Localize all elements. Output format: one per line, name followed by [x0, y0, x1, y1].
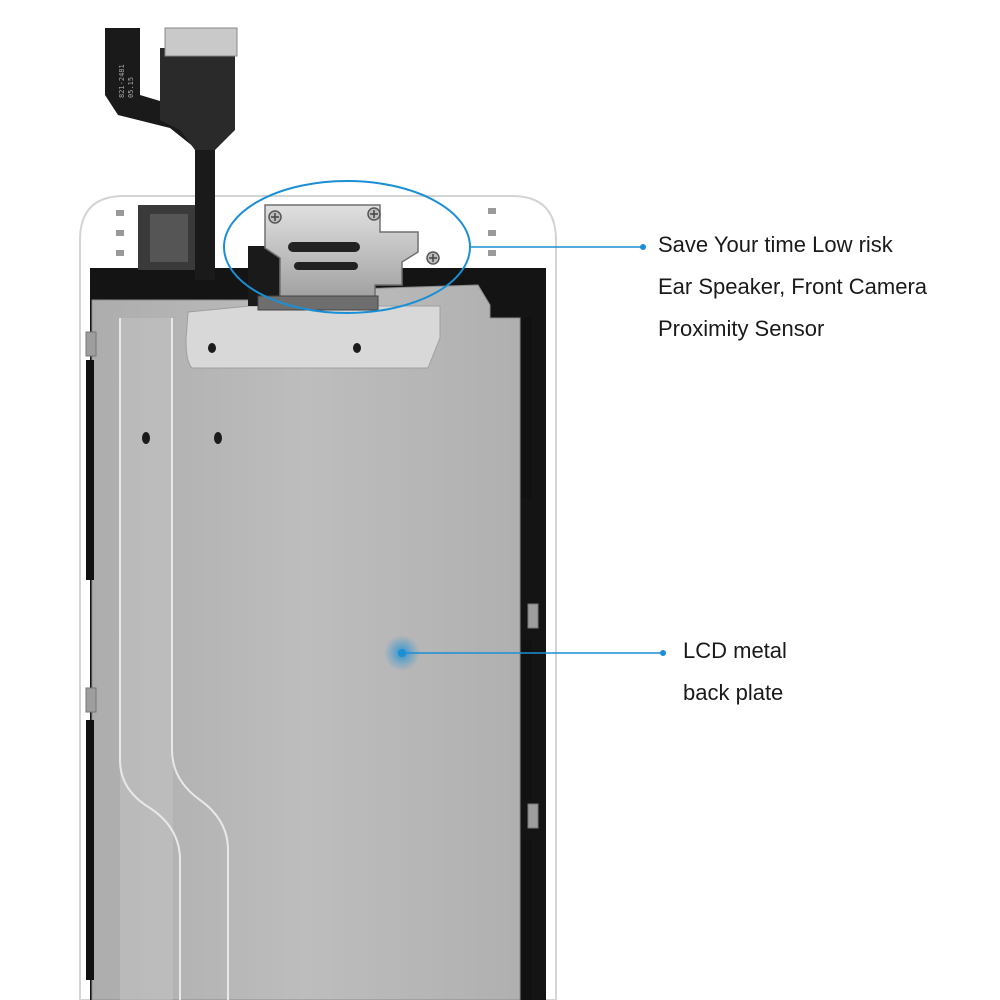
callout-label-lcd-plate: LCD metal back plate: [683, 630, 787, 714]
callout-label-front-camera-module: Save Your time Low risk Ear Speaker, Fro…: [658, 224, 927, 350]
callout-dot-bottom: [660, 650, 666, 656]
callout-line: Ear Speaker, Front Camera: [658, 274, 928, 299]
callout-line: Proximity Sensor: [658, 316, 825, 341]
bezel-gaps: [86, 318, 532, 1000]
plate-strip: [120, 318, 173, 1000]
top-left-bracket: [138, 205, 198, 270]
plate-contours: [119, 318, 229, 1000]
side-tabs: [85, 331, 539, 829]
upper-plate-bracket: [185, 305, 441, 369]
flex-cable: 821-2481 05.15: [105, 27, 238, 280]
frame-holes: [116, 208, 496, 256]
earpiece-bracket: [248, 204, 440, 311]
callout-line: back plate: [683, 680, 784, 705]
plate-holes: [142, 343, 361, 444]
plate-glow-core: [398, 649, 406, 657]
callout-dot-top: [640, 244, 646, 250]
callout-line: Save Your time Low risk: [658, 232, 893, 257]
flex-cable-label-2: 05.15: [127, 77, 135, 98]
callout-line: LCD metal: [683, 638, 787, 663]
flex-cable-label: 821-2481: [118, 64, 126, 98]
